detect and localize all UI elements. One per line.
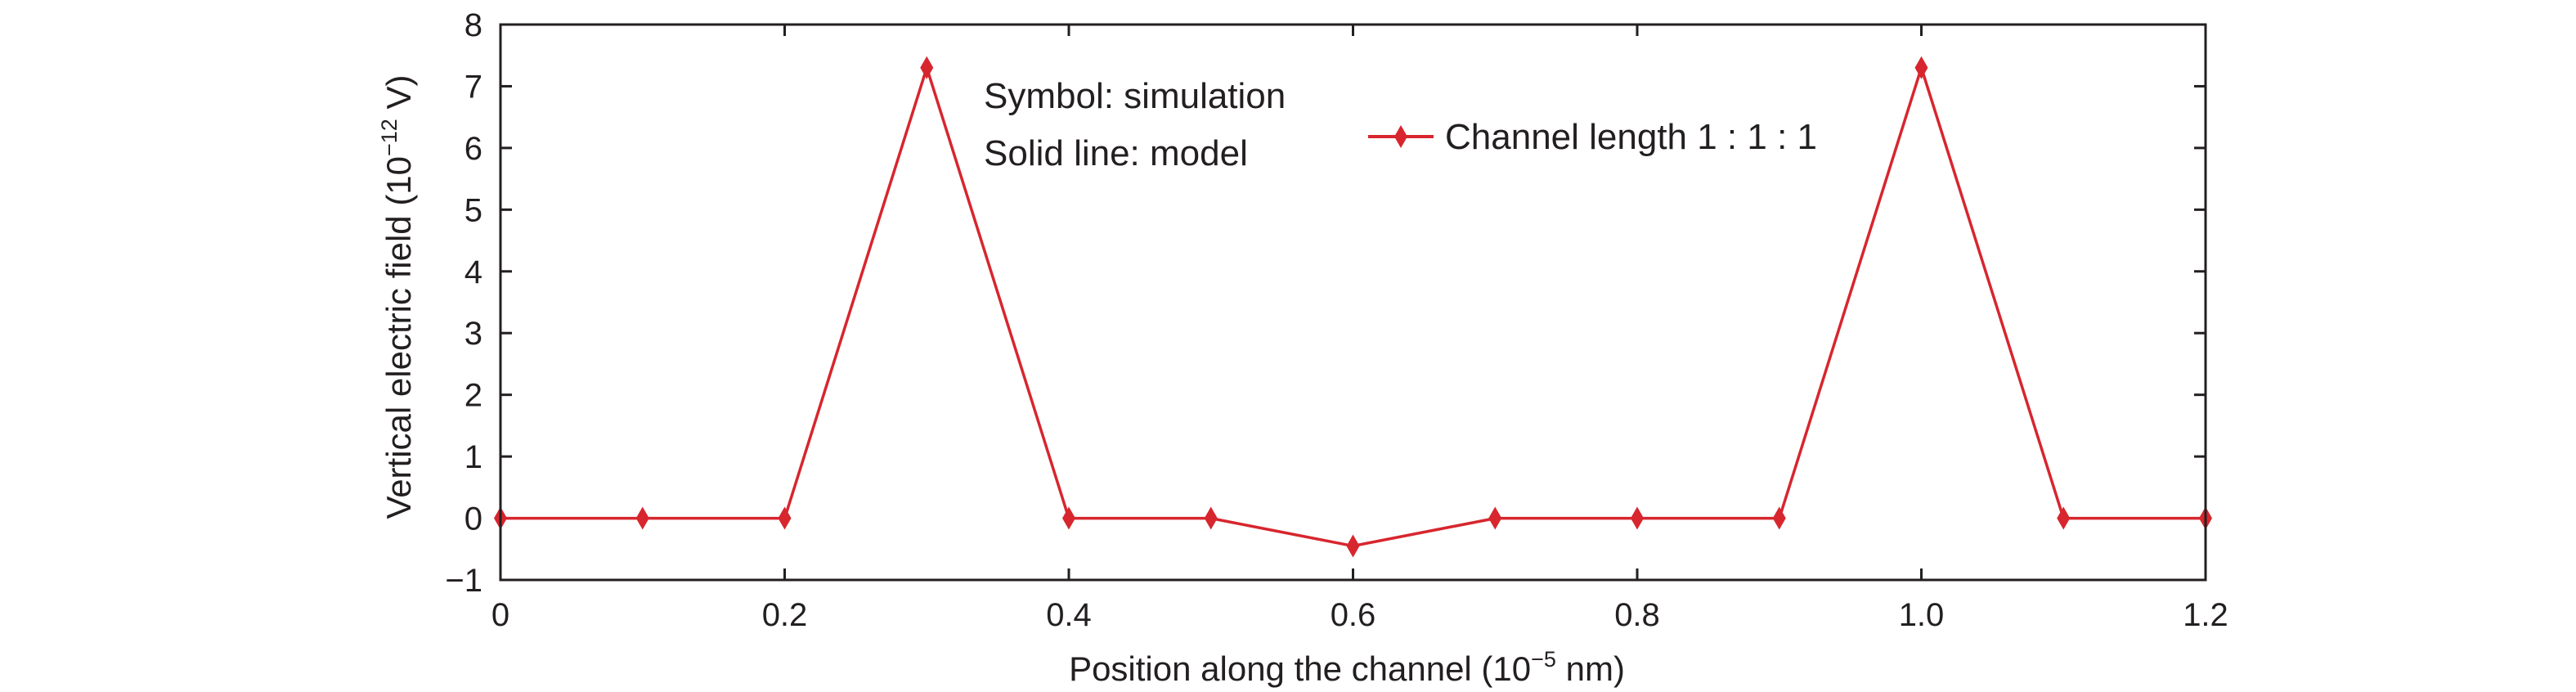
data-point-marker (778, 506, 792, 530)
data-point-marker (1204, 506, 1218, 530)
legend: Channel length 1 : 1 : 1 (1368, 117, 1817, 157)
x-axis-title: Position along the channel (10−5 nm) (1069, 647, 1625, 688)
annotation-symbol: Symbol: simulation (984, 76, 1286, 116)
data-point-marker (2057, 506, 2071, 530)
y-tick-labels: −1 0 1 2 3 4 5 6 7 8 (445, 7, 482, 599)
x-tick-label: 1.0 (1899, 597, 1945, 633)
axis-ticks (499, 23, 2207, 582)
data-point-marker (1631, 506, 1644, 530)
annotation-line: Solid line: model (984, 133, 1248, 173)
plot-frame (499, 23, 2207, 582)
y-axis-title: Vertical electric field (10−12 V) (377, 74, 418, 519)
y-tick-label: 6 (464, 131, 482, 167)
y-tick-label: 2 (464, 378, 482, 414)
x-tick-label: 0 (491, 597, 509, 633)
data-point-marker (1062, 506, 1075, 530)
x-tick-label: 0.2 (762, 597, 808, 633)
series-layer (494, 56, 2212, 558)
data-point-marker (1488, 506, 1502, 530)
data-point-marker (635, 506, 649, 530)
data-point-marker (920, 56, 934, 79)
y-tick-label: 8 (464, 7, 482, 43)
x-tick-label: 0.6 (1331, 597, 1376, 633)
y-tick-label: 5 (464, 192, 482, 228)
x-tick-labels: 0 0.2 0.4 0.6 0.8 1.0 1.2 (491, 597, 2228, 633)
legend-marker (1394, 125, 1407, 148)
y-tick-label: 0 (464, 501, 482, 537)
data-point-marker (1914, 56, 1928, 79)
series-line (500, 62, 2206, 548)
y-tick-label: 4 (464, 254, 482, 290)
y-tick-label: −1 (445, 563, 482, 599)
data-point-marker (1346, 534, 1360, 558)
x-tick-label: 0.4 (1046, 597, 1092, 633)
legend-label: Channel length 1 : 1 : 1 (1445, 117, 1817, 157)
data-point-marker (1772, 506, 1786, 530)
y-tick-label: 3 (464, 316, 482, 352)
x-tick-label: 1.2 (2183, 597, 2228, 633)
y-tick-label: 7 (464, 69, 482, 105)
y-tick-label: 1 (464, 439, 482, 475)
x-tick-label: 0.8 (1614, 597, 1660, 633)
